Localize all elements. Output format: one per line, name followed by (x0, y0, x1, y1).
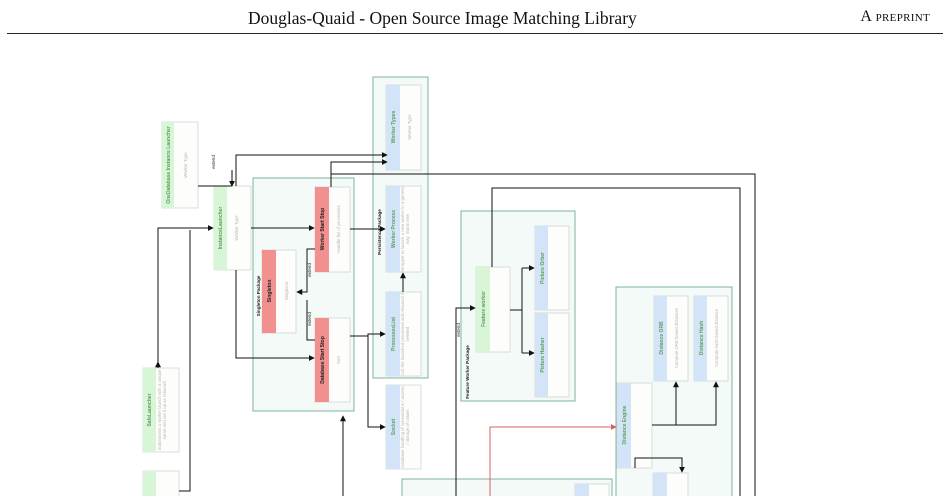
node-safe-launcher-body-wrap: Subprocess a worker launch with a unique… (157, 369, 167, 451)
node-distance-orb-title: Distance ORB (659, 321, 665, 355)
edge-db-ss-to-socket (367, 336, 386, 430)
edge-db-ss-to-processes (350, 331, 386, 337)
edge-engine-to-hash (676, 381, 719, 426)
node-feature-worker: Feature worker (475, 266, 511, 353)
node-singleton-body: Singleton (284, 281, 289, 300)
running-head-title: Douglas-Quaid - Open Source Image Matchi… (248, 8, 637, 28)
node-instance-launcher: InstanceLauncher Worker Type (213, 185, 252, 271)
edge-labels: extend extend extend extend (211, 155, 461, 337)
edge-feature-worker-up-loop (491, 187, 741, 496)
node-distance-hash-title: Distance Hash (699, 321, 705, 355)
edge-label-extend-3: extend (307, 312, 312, 326)
bottom-package (401, 478, 613, 496)
node-worker-start-stop: Worker Start Stop Handle list of process… (314, 186, 351, 273)
edges (155, 152, 741, 496)
node-singleton-title: Singleton (267, 280, 273, 303)
node-safe-launcher: SafeLauncher Subprocess a worker launch … (142, 367, 180, 453)
edge-left-bottom-to-instance (179, 230, 191, 492)
node-processes-list-title: ProcessesList (391, 317, 397, 351)
node-distance-hash: Distance Hash Compute hash based distanc… (693, 295, 729, 382)
node-socket: Socket Database handling of connections … (385, 384, 422, 470)
node-worker-process-body: Wrapper to launch a new worker in a gene… (400, 186, 410, 272)
node-distance-hash-body: Compute hash based distance (714, 308, 719, 367)
node-db-instance-launcher: OneDatabase Instance Launcher Worker Typ… (161, 121, 199, 209)
node-socket-body-wrap: Database handling of connections / acces… (400, 386, 410, 468)
node-safe-launcher-body: Subprocess a worker launch with a unique… (157, 369, 167, 451)
node-singleton: Singleton Singleton (261, 249, 297, 334)
node-worker-types-body: Worker Type (407, 114, 412, 140)
node-worker-process-title: Worker Process (391, 210, 397, 248)
edge-label-extend-2: extend (307, 263, 312, 277)
node-distance-engine-title: Distance Engine (622, 405, 628, 444)
node-feature-worker-title: Feature worker (481, 291, 487, 327)
edge-extend-to-feature-worker (455, 305, 476, 360)
node-picture-orber-title: Picture Orber (540, 252, 546, 284)
edge-db-ss-extend-singleton (306, 300, 315, 341)
node-worker-types-title: Worker Types (391, 110, 397, 143)
node-distance-orb: Distance ORB Compute ORB based distances (653, 295, 689, 382)
node-partial-left-bottom (142, 470, 180, 496)
node-database-start-stop-body: Sort (336, 355, 341, 364)
node-worker-start-stop-title: Worker Start Stop (320, 208, 326, 250)
node-safe-launcher-title: SafeLauncher (147, 393, 153, 426)
persistence-package-label: Persistence Package (377, 209, 382, 255)
node-distance-orb-body: Compute ORB based distances (674, 308, 679, 368)
node-picture-hasher-title: Picture Hasher (540, 337, 546, 372)
edge-safe-to-instance (157, 225, 214, 368)
running-head-preprint: A preprint (860, 8, 930, 25)
node-processes-list: ProcessesList List the launched processe… (385, 291, 422, 377)
singleton-package-label: Singleton Package (256, 275, 261, 316)
node-socket-title: Socket (391, 418, 397, 435)
node-worker-types: Worker Types Worker Type (385, 84, 422, 171)
edge-instance-to-db-ss (235, 270, 315, 361)
node-socket-body: Database handling of connections / acces… (400, 386, 410, 468)
running-head: Douglas-Quaid - Open Source Image Matchi… (0, 0, 948, 34)
node-partial-distance-bottom (652, 472, 689, 496)
node-picture-orber: Picture Orber (534, 225, 570, 311)
node-database-start-stop: Database Start Stop Sort (314, 317, 351, 403)
edge-worker-ss-extend-singleton (296, 248, 315, 295)
node-processes-list-body: List the launched processes and relaunch… (400, 292, 410, 376)
node-database-start-stop-title: Database Start Stop (320, 336, 326, 384)
edge-worker-ss-to-types (330, 159, 388, 187)
node-worker-start-stop-body: Handle list of processes (336, 204, 341, 253)
node-picture-hasher: Picture Hasher (534, 312, 570, 398)
node-db-instance-launcher-title: OneDatabase Instance Launcher (166, 126, 172, 204)
node-processes-list-body-wrap: List the launched processes and relaunch… (400, 292, 410, 376)
edge-instance-to-worker-types (235, 152, 388, 186)
edge-red-to-distance-engine (489, 424, 617, 496)
node-db-instance-launcher-body: Worker Type (183, 152, 188, 178)
edge-label-extend-1: extend (211, 155, 216, 169)
node-worker-process: Worker Process Wrapper to launch a new w… (385, 185, 422, 273)
edge-engine-to-bottom (634, 457, 685, 473)
edge-label-extend-4: extend (456, 323, 461, 337)
outer-boundary (331, 173, 756, 496)
node-distance-engine: Distance Engine (616, 382, 653, 469)
node-instance-launcher-body: Worker Type (234, 215, 239, 241)
feature-worker-package-label: Feature Worker Package (465, 345, 470, 399)
node-partial-bottom-package (574, 483, 610, 496)
node-instance-launcher-title: InstanceLauncher (218, 207, 224, 250)
header-rule (7, 33, 943, 34)
node-worker-process-body-wrap: Wrapper to launch a new worker in a gene… (400, 186, 410, 272)
